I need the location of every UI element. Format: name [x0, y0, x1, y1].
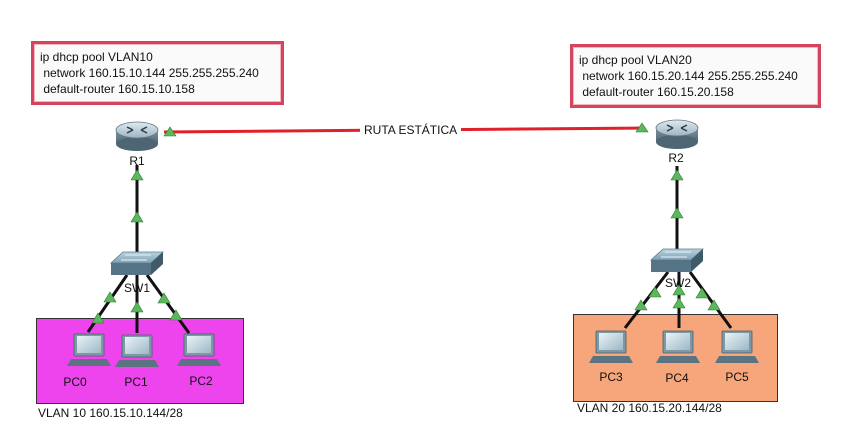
switch-sw1-label: SW1 — [123, 281, 150, 295]
link-up-icon — [91, 312, 105, 324]
link-up-icon — [670, 169, 684, 181]
static-route-label: RUTA ESTÁTICA — [360, 123, 462, 137]
link-up-icon — [634, 299, 648, 311]
link-up-icon — [169, 309, 183, 321]
r2-dhcp-note[interactable]: ip dhcp pool VLAN20 network 160.15.20.14… — [570, 44, 821, 108]
pc5-label: PC5 — [725, 370, 749, 384]
link-up-icon — [130, 169, 144, 181]
link-up-icon — [157, 292, 171, 304]
note-line: network 160.15.10.144 255.255.255.240 — [40, 66, 259, 80]
pc0-icon[interactable] — [67, 333, 111, 366]
switch-sw2-label: SW2 — [664, 276, 691, 290]
link-up-icon — [672, 297, 686, 309]
note-line: network 160.15.20.144 255.255.255.240 — [579, 69, 798, 83]
link-up-icon — [163, 126, 177, 137]
router-r1-icon[interactable] — [115, 121, 159, 151]
switch-sw2-icon[interactable] — [649, 248, 705, 272]
link-up-icon — [695, 287, 709, 299]
router-r1-label: R1 — [129, 154, 145, 168]
link-up-icon — [648, 286, 662, 298]
pc2-label: PC2 — [189, 374, 213, 388]
pc5-icon[interactable] — [715, 330, 759, 363]
pc0-label: PC0 — [63, 375, 87, 389]
pc1-label: PC1 — [124, 375, 148, 389]
router-r2-icon[interactable] — [655, 119, 699, 149]
pc1-icon[interactable] — [115, 334, 159, 367]
pc3-label: PC3 — [599, 370, 623, 384]
link-up-icon — [707, 299, 721, 311]
link-up-icon — [103, 291, 117, 303]
pc2-icon[interactable] — [177, 333, 221, 366]
router-r2-label: R2 — [668, 151, 684, 165]
r1-dhcp-note[interactable]: ip dhcp pool VLAN10 network 160.15.10.14… — [31, 41, 284, 105]
link-up-icon — [130, 301, 144, 313]
note-line: default-router 160.15.10.158 — [40, 82, 195, 96]
vlan10-label: VLAN 10 160.15.10.144/28 — [38, 406, 183, 420]
link-status-markers — [91, 122, 721, 324]
sw1-pc2-link[interactable] — [145, 274, 191, 334]
note-line: default-router 160.15.20.158 — [579, 85, 734, 99]
switch-sw1-icon[interactable] — [109, 251, 165, 275]
note-line: ip dhcp pool VLAN20 — [579, 53, 692, 67]
pc4-label: PC4 — [665, 371, 689, 385]
link-up-icon — [672, 284, 686, 296]
note-line: ip dhcp pool VLAN10 — [40, 50, 153, 64]
link-up-icon — [670, 207, 684, 219]
vlan20-label: VLAN 20 160.15.20.144/28 — [577, 401, 722, 415]
link-up-icon — [635, 122, 649, 133]
pc3-icon[interactable] — [589, 330, 633, 363]
link-up-icon — [130, 211, 144, 223]
pc4-icon[interactable] — [656, 330, 700, 363]
sw2-pc3-link[interactable] — [623, 271, 670, 329]
sw2-pc5-link[interactable] — [688, 271, 733, 329]
